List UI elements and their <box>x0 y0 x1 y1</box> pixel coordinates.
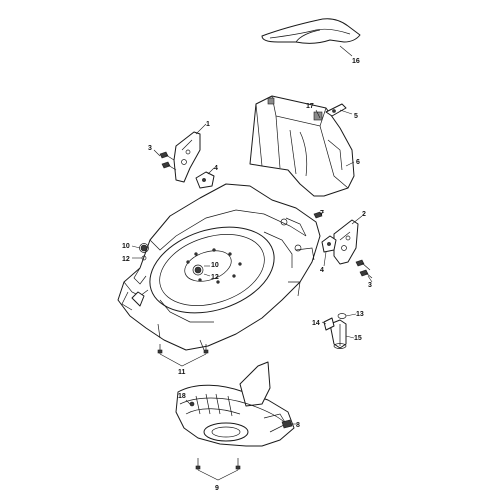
callout-labels: 16 17 5 6 1 3 4 7 2 10 12 10 12 4 3 13 1… <box>122 58 372 492</box>
part-7-screw <box>313 211 323 219</box>
leader-18 <box>185 399 191 405</box>
leader-17 <box>315 109 321 119</box>
leader-13 <box>345 313 357 317</box>
leader-1 <box>195 123 207 135</box>
leader-4a <box>207 167 215 175</box>
callout-16: 16 <box>352 58 360 65</box>
leader-10a <box>131 245 141 249</box>
callout-2: 2 <box>362 211 366 218</box>
callout-10-left: 10 <box>122 243 130 250</box>
callout-12-center: 12 <box>211 274 219 281</box>
part-1-left-bracket <box>173 131 201 183</box>
callout-17: 17 <box>306 103 314 110</box>
part-13-14-15-height-lever <box>323 313 347 349</box>
part-11-deck-screws <box>157 344 209 367</box>
part-4-hinge-right <box>321 235 337 253</box>
part-3-screws-left <box>159 151 177 171</box>
part-4-hinge-left <box>195 171 215 189</box>
callout-4-left: 4 <box>214 165 218 172</box>
callout-10-center: 10 <box>211 262 219 269</box>
callout-8: 8 <box>296 422 300 429</box>
leader-3b <box>367 275 373 283</box>
leader-7 <box>319 211 325 215</box>
callout-1: 1 <box>206 121 210 128</box>
part-2-right-bracket <box>333 219 359 265</box>
leader-5 <box>339 109 353 115</box>
callout-3-right: 3 <box>368 282 372 289</box>
callout-9: 9 <box>215 485 219 492</box>
leader-12b <box>203 273 211 277</box>
leader-3a <box>153 149 161 157</box>
leader-16 <box>339 45 353 57</box>
callout-14: 14 <box>312 320 320 327</box>
callout-15: 15 <box>354 335 362 342</box>
callout-12-left: 12 <box>122 256 130 263</box>
part-8-deflector <box>175 361 295 447</box>
mower-deck <box>117 183 321 351</box>
callout-11: 11 <box>178 369 186 376</box>
part-10-12-center-fasteners <box>192 264 204 276</box>
callout-18: 18 <box>178 393 186 400</box>
leader-2 <box>351 215 363 225</box>
callout-5: 5 <box>354 113 358 120</box>
leader-4b <box>323 251 327 267</box>
callout-13: 13 <box>356 311 364 318</box>
leader-6 <box>345 161 355 167</box>
leader-15 <box>345 335 355 339</box>
part-3-screws-right <box>355 259 373 279</box>
callout-7: 7 <box>320 210 324 217</box>
callout-4-right: 4 <box>320 267 324 274</box>
part-6-rear-housing <box>249 95 355 197</box>
part-16-rear-flap <box>261 18 361 44</box>
part-9-screws <box>195 458 241 481</box>
callout-6: 6 <box>356 159 360 166</box>
part-5-bracket <box>325 103 347 117</box>
callout-3-left: 3 <box>148 145 152 152</box>
leader-14 <box>321 321 327 325</box>
